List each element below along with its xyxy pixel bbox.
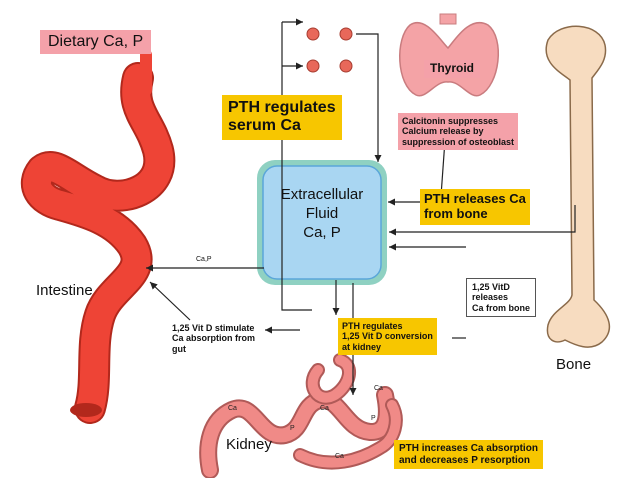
calcitonin-line: Calcitonin suppresses [402, 116, 499, 126]
ecf-line: Ca, P [303, 223, 341, 241]
pth-vitd-line: 1,25 Vit D conversion [342, 331, 433, 342]
femur-bone-icon [545, 25, 611, 348]
pth-serum-line: serum Ca [228, 117, 301, 135]
kidney-tubule-icon [199, 353, 403, 478]
arrow-vitd-gut-to-intestine [149, 281, 191, 321]
calcitonin-line: suppression of osteoblast [402, 136, 515, 147]
ecf-box [257, 160, 387, 285]
thyroid-label: Thyroid [424, 60, 480, 78]
kidney-mark: P [290, 425, 295, 432]
pth-bone-label: PTH releases Ca from bone [420, 189, 530, 225]
vitd-bone-line: releases [472, 292, 509, 303]
vitd-bone-line: Ca from bone [472, 302, 531, 313]
ecf-line: Fluid [305, 204, 339, 222]
kidney-label: Kidney [226, 436, 272, 453]
arrow-bone-to-ecf [389, 205, 576, 236]
pth-kidney-line: PTH increases Ca absorption [399, 443, 538, 454]
capd-label: Ca,P [196, 256, 212, 263]
vitd-gut-label: 1,25 Vit D stimulate Ca absorption from … [172, 323, 255, 354]
vitd-gut-line: Ca absorption from [172, 333, 256, 344]
arrow-parathyroid-to-ecf [356, 33, 382, 162]
pth-serum-label: PTH regulates serum Ca [222, 95, 342, 140]
pth-vitd-label: PTH regulates 1,25 Vit D conversion at k… [338, 318, 437, 356]
vitd-gut-line: gut [172, 343, 186, 354]
pth-bone-line: from bone [424, 205, 488, 221]
stomach-intestine-icon [20, 49, 176, 424]
bone-label: Bone [556, 356, 592, 373]
kidney-marks: Ca Ca Ca Ca P P [228, 385, 383, 460]
pth-vitd-line: at kidney [342, 341, 382, 352]
intestine-label: Intestine [36, 282, 93, 299]
vitd-bone-line: 1,25 VitD [472, 282, 510, 292]
pth-kidney-line: and decreases P resorption [399, 454, 530, 466]
calcitonin-label: Calcitonin suppresses Calcium release by… [398, 113, 519, 151]
pth-vitd-line: PTH regulates [342, 321, 403, 331]
pth-kidney-label: PTH increases Ca absorption and decrease… [394, 440, 543, 469]
kidney-mark: Ca [228, 405, 237, 412]
ecf-label: Extracellular Fluid Ca, P [263, 186, 381, 242]
kidney-mark: P [371, 415, 376, 422]
parathyroid-glands-icon [306, 27, 353, 73]
pth-bone-line: PTH releases Ca [424, 191, 526, 206]
calcitonin-line: Calcium release by [402, 126, 484, 137]
vitd-bone-label: 1,25 VitD releases Ca from bone [466, 278, 537, 318]
thyroid-gland-icon [399, 13, 500, 97]
vitd-gut-line: 1,25 Vit D stimulate [172, 323, 255, 333]
dietary-label: Dietary Ca, P [40, 30, 152, 55]
kidney-mark: Ca [374, 385, 383, 392]
kidney-mark: Ca [320, 405, 329, 412]
kidney-mark: Ca [335, 453, 344, 460]
ecf-line: Extracellular [280, 186, 364, 203]
pth-serum-line: PTH regulates [228, 99, 336, 116]
